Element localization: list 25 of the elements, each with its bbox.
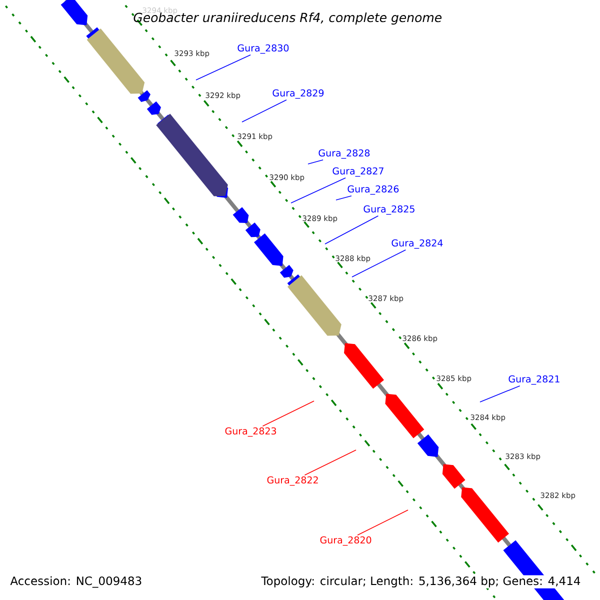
gene-label: Gura_2826: [348, 185, 399, 195]
gene-label: Gura_2827: [332, 167, 384, 177]
leader-line: [262, 400, 314, 427]
leader-line: [290, 177, 346, 204]
gene-label: Gura_2823: [225, 427, 276, 437]
gene-label: Gura_2821: [508, 375, 560, 385]
leader-line: [308, 159, 324, 164]
leader-line: [242, 99, 287, 122]
gene-label: Gura_2830: [238, 44, 289, 54]
gene-label: Gura_2829: [272, 89, 324, 99]
footer-text: Accession: NC_009483: [9, 575, 144, 589]
gene-label: Gura_2825: [364, 205, 414, 215]
footer-text: Topology: circular; Length: 5,136,364 bp; Genes: 4,414: [260, 575, 582, 588]
gene-label: Gura_2822: [267, 476, 318, 486]
title: Geobacter uraniireducens Rf4, complete genome: [134, 12, 442, 25]
leader-line: [304, 450, 356, 476]
gene-label: Gura_2824: [392, 239, 443, 249]
leader-line: [480, 385, 520, 402]
gene-label: Gura_2828: [318, 149, 370, 159]
leader-line: [196, 54, 251, 80]
leader-line: [357, 510, 408, 536]
gene-label: Gura_2820: [320, 536, 372, 546]
leader-line: [352, 249, 406, 278]
leader-line: [324, 215, 379, 244]
leader-line: [336, 195, 352, 200]
